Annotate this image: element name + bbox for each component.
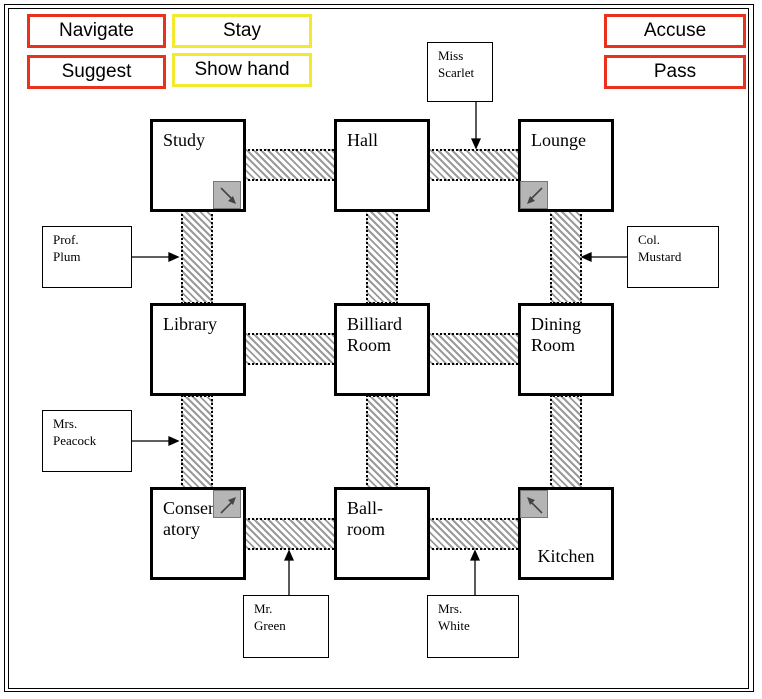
room-hall[interactable]: Hall — [334, 119, 430, 212]
diagonal-arrow-icon — [527, 497, 543, 514]
room-ballroom[interactable]: Ball- room — [334, 487, 430, 580]
arrow-green-icon — [283, 549, 295, 561]
hallway-dining-kitchen[interactable] — [550, 395, 582, 489]
room-label: Ball- room — [347, 498, 385, 539]
room-label: Conserv- atory — [163, 498, 229, 539]
secret-passage-conservatory[interactable] — [213, 490, 241, 518]
arrow-plum-icon — [168, 251, 180, 263]
hallway-study-library[interactable] — [181, 210, 213, 304]
navigate-button[interactable]: Navigate — [27, 14, 166, 48]
secret-passage-kitchen[interactable] — [520, 490, 548, 518]
stay-button[interactable]: Stay — [172, 14, 312, 48]
diagonal-arrow-icon — [220, 497, 236, 514]
room-label: Hall — [347, 130, 378, 150]
secret-passage-study[interactable] — [213, 181, 241, 209]
accuse-button[interactable]: Accuse — [604, 14, 746, 48]
start-mrs-peacock: Mrs. Peacock — [42, 410, 132, 472]
room-kitchen[interactable]: Kitchen — [518, 487, 614, 580]
arrow-white-icon — [469, 549, 481, 561]
room-label: Library — [163, 314, 217, 334]
room-label: Lounge — [531, 130, 586, 150]
hallway-hall-billiard[interactable] — [366, 210, 398, 304]
diagonal-arrow-icon — [220, 187, 236, 204]
arrow-peacock-icon — [168, 435, 180, 447]
room-label: Dining Room — [531, 314, 582, 355]
hallway-billiard-dining[interactable] — [428, 333, 522, 365]
arrow-scarlet-icon — [470, 138, 482, 150]
room-label: Kitchen — [537, 546, 595, 566]
hallway-study-hall[interactable] — [244, 149, 338, 181]
board-frame — [4, 4, 754, 692]
hallway-library-billiard[interactable] — [244, 333, 338, 365]
pass-button[interactable]: Pass — [604, 55, 746, 89]
start-prof-plum: Prof. Plum — [42, 226, 132, 288]
start-col-mustard: Col. Mustard — [627, 226, 719, 288]
room-label: Billiard Room — [347, 314, 402, 355]
start-miss-scarlet: Miss Scarlet — [427, 42, 493, 102]
board-inner-frame — [8, 8, 749, 689]
hallway-billiard-ballroom[interactable] — [366, 395, 398, 489]
suggest-button[interactable]: Suggest — [27, 55, 166, 89]
show-hand-button[interactable]: Show hand — [172, 53, 312, 87]
secret-passage-lounge[interactable] — [520, 181, 548, 209]
start-mr-green: Mr. Green — [243, 595, 329, 658]
room-label: Study — [163, 130, 206, 150]
room-library[interactable]: Library — [150, 303, 246, 396]
hallway-hall-lounge[interactable] — [428, 149, 522, 181]
room-billiard[interactable]: Billiard Room — [334, 303, 430, 396]
diagonal-arrow-icon — [527, 187, 543, 204]
arrow-mustard-icon — [580, 251, 592, 263]
room-dining[interactable]: Dining Room — [518, 303, 614, 396]
hallway-library-conservatory[interactable] — [181, 395, 213, 489]
start-mrs-white: Mrs. White — [427, 595, 519, 658]
